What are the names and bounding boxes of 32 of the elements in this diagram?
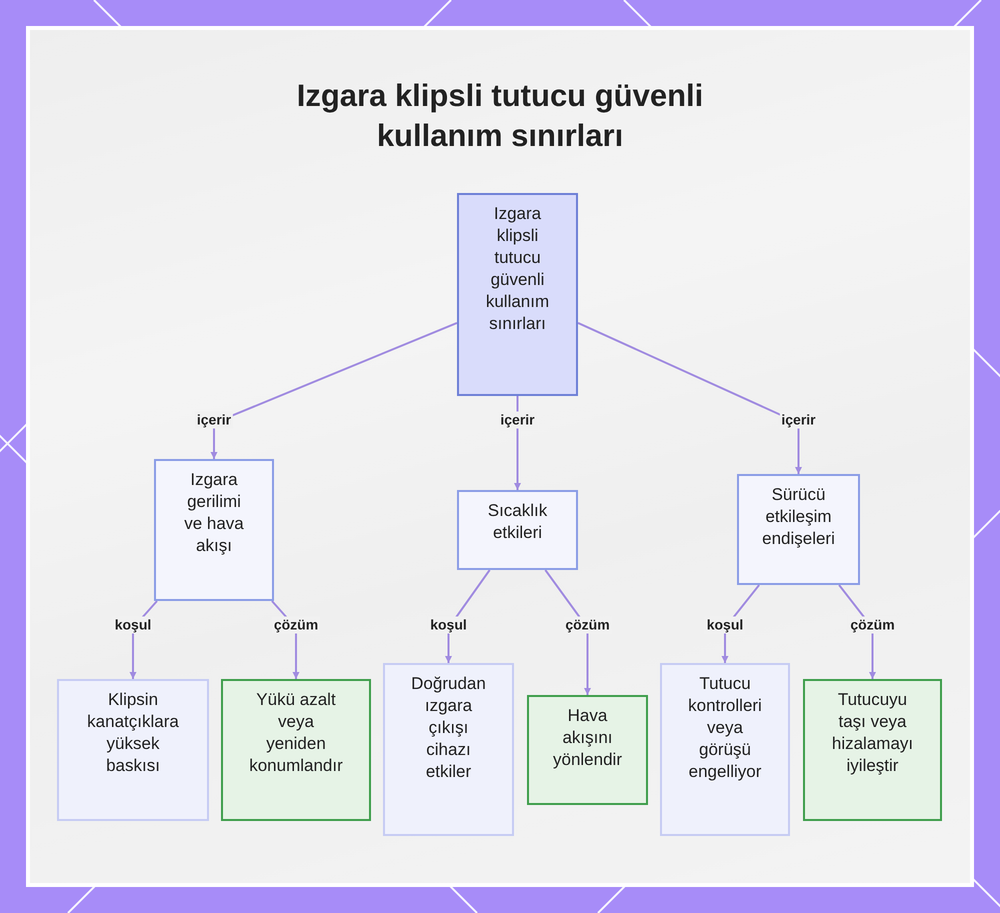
node-label: Tutucu kontrolleri veya görüşü engelliyor [687,673,763,783]
node-label: Hava akışını yönlendir [552,705,623,771]
node-label: Tutucuyu taşı veya hizalamayı iyileştir [830,689,914,777]
node-label: Izgara gerilimi ve hava akışı [183,469,245,557]
edge-label: koşul [428,616,469,634]
edge-label: çözüm [848,616,897,634]
diagram-title: Izgara klipsli tutucu güvenli kullanım sınırları [296,77,704,155]
topic-box [457,193,578,396]
category-box [737,474,860,585]
edge-label: içerir [194,412,234,428]
edge-label: içerir [498,412,537,428]
condition-box [660,663,790,836]
condition-box [57,679,209,821]
edge-label: çözüm [563,616,612,634]
node-label: Klipsin kanatçıklara yüksek baskısı [86,689,180,777]
node-label: Sürücü etkileşim endişeleri [761,484,836,550]
node-label: Doğrudan ızgara çıkışı cihazı etkiler [410,673,487,783]
solution-box [527,695,648,805]
edge-label: içerir [779,412,818,428]
category-box [154,459,274,601]
category-box [457,490,578,570]
connector-arrow [210,322,458,459]
solution-box [221,679,371,821]
node-label: Izgara klipsli tutucu güvenli kullanım sınırları [484,203,550,335]
connector-arrow [578,322,802,474]
node-label: Sıcaklık etkileri [486,500,548,544]
edge-label: çözüm [272,616,320,634]
condition-box [383,663,514,836]
solution-box [803,679,942,821]
edge-label: koşul [112,616,154,634]
edge-label: koşul [704,616,746,634]
node-label: Yükü azalt veya yeniden konumlandır [248,689,344,777]
